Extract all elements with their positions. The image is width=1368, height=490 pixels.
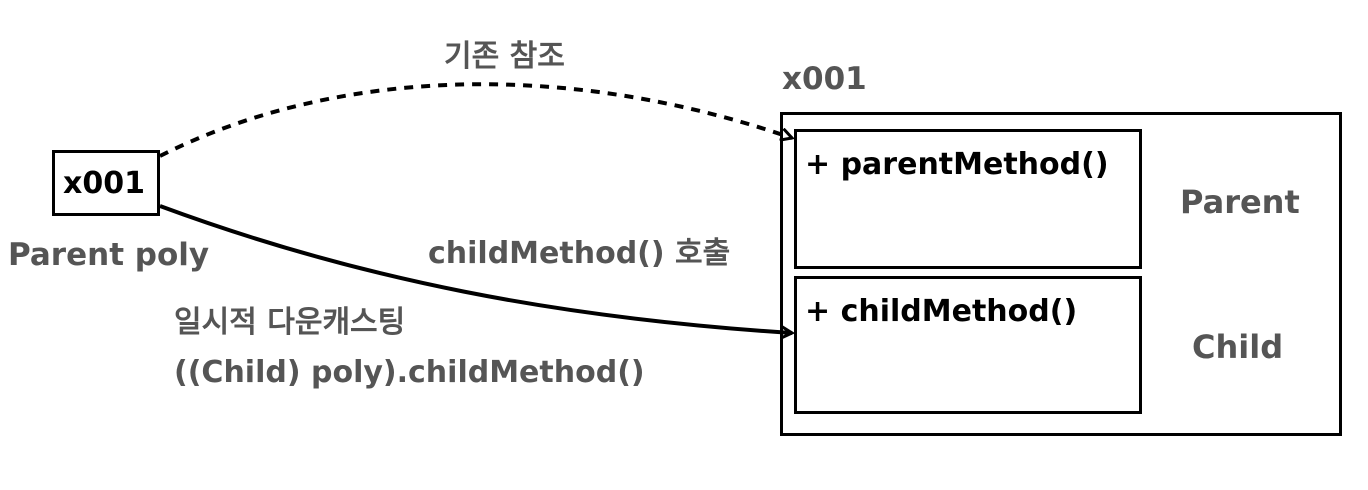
parent-type-label: Parent (1180, 183, 1300, 221)
call-label: childMethod() 호출 (428, 236, 731, 271)
existing-reference-arrow (159, 82, 792, 158)
downcast-label-line1: 일시적 다운캐스팅 (174, 305, 406, 340)
existing-reference-label: 기존 참조 (444, 39, 565, 74)
parent-section-box: + parentMethod() (794, 129, 1142, 269)
child-type-label: Child (1192, 328, 1284, 366)
reference-address: x001 (63, 166, 145, 201)
downcast-call-arrow (159, 204, 792, 333)
downcast-label-line2: ((Child) poly).childMethod() (174, 355, 645, 390)
reference-box: x001 (52, 150, 160, 216)
parent-method: + parentMethod() (805, 147, 1109, 182)
instance-outer-box (780, 112, 1342, 436)
child-section-box: + childMethod() (794, 276, 1142, 414)
instance-address: x001 (782, 61, 867, 97)
reference-variable-label: Parent poly (8, 237, 210, 273)
child-method: + childMethod() (805, 294, 1078, 329)
